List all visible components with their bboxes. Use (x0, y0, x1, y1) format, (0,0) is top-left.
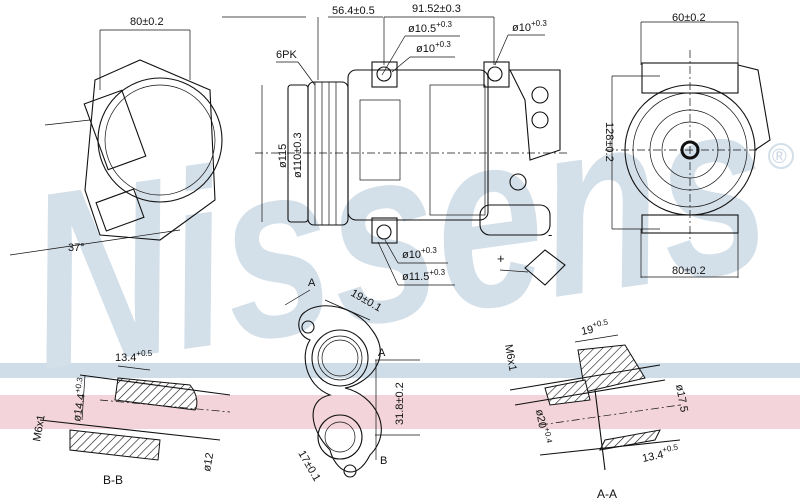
section-mark-b: B (380, 455, 387, 467)
minus-terminal: - (548, 227, 552, 242)
side-view: 56.4±0.5 91.52±0.3 ø10.5+0.3 ø10+0.3 ø10… (222, 3, 570, 286)
dia-115: ø115 (277, 144, 289, 168)
aa-len19-dim: 19+0.5 (580, 317, 611, 338)
dim-91-52: 91.52±0.3 (412, 3, 461, 15)
dia-110: ø110±0.3 (292, 132, 304, 178)
registered-mark: ® (772, 146, 787, 168)
port-dim-11-5: ø11.5+0.3 (402, 268, 446, 283)
pulley-label: 6PK (276, 49, 297, 61)
port-dim-10-5: ø10.5+0.3 (408, 20, 452, 35)
port-dim-10-c: ø10+0.3 (402, 246, 437, 261)
left-view: 80±0.2 37° (9, 16, 223, 256)
aa-title: A-A (597, 487, 617, 501)
left-width-dim: 80±0.2 (130, 16, 164, 28)
aa-dia17: ø17.5 (673, 383, 690, 413)
bb-length-dim: 13.4+0.5 (115, 349, 153, 364)
bb-dia-dim: ø14.4+0.3 (68, 376, 90, 422)
dim-31-8: 31.8±0.2 (394, 382, 406, 425)
height-dim: 128±0.2 (603, 122, 615, 162)
bb-dia-12: ø12 (201, 452, 216, 473)
aa-dia20-dim: ø20+0.4 (533, 408, 554, 445)
bottom-width-dim: 80±0.2 (672, 265, 706, 277)
right-view: 60±0.2 128±0.2 80±0.2 (603, 12, 771, 278)
bb-title: B-B (103, 473, 123, 487)
top-width-dim: 60±0.2 (672, 12, 706, 24)
aa-thread: M6x1 (502, 343, 518, 372)
section-a-a: 19+0.5 M6x1 ø20+0.4 13.4+0.5 ø17.5 A-A (502, 317, 690, 501)
aa-len13-dim: 13.4+0.5 (641, 442, 681, 465)
port-dim-10-a: ø10+0.3 (416, 40, 451, 55)
section-mark-a-top: A (308, 277, 316, 289)
dim-56-4: 56.4±0.5 (332, 5, 375, 17)
section-mark-a-side: A (378, 347, 386, 359)
section-b-b: 13.4+0.5 ø14.4+0.3 M6x1 ø12 B-B (31, 349, 231, 487)
bb-thread: M6x1 (31, 414, 47, 443)
port-dim-10-b: ø10+0.3 (512, 19, 547, 34)
dim-17: 17±0.1 (295, 449, 322, 484)
angle-dim: 37° (68, 242, 85, 254)
plus-terminal: + (497, 251, 505, 266)
